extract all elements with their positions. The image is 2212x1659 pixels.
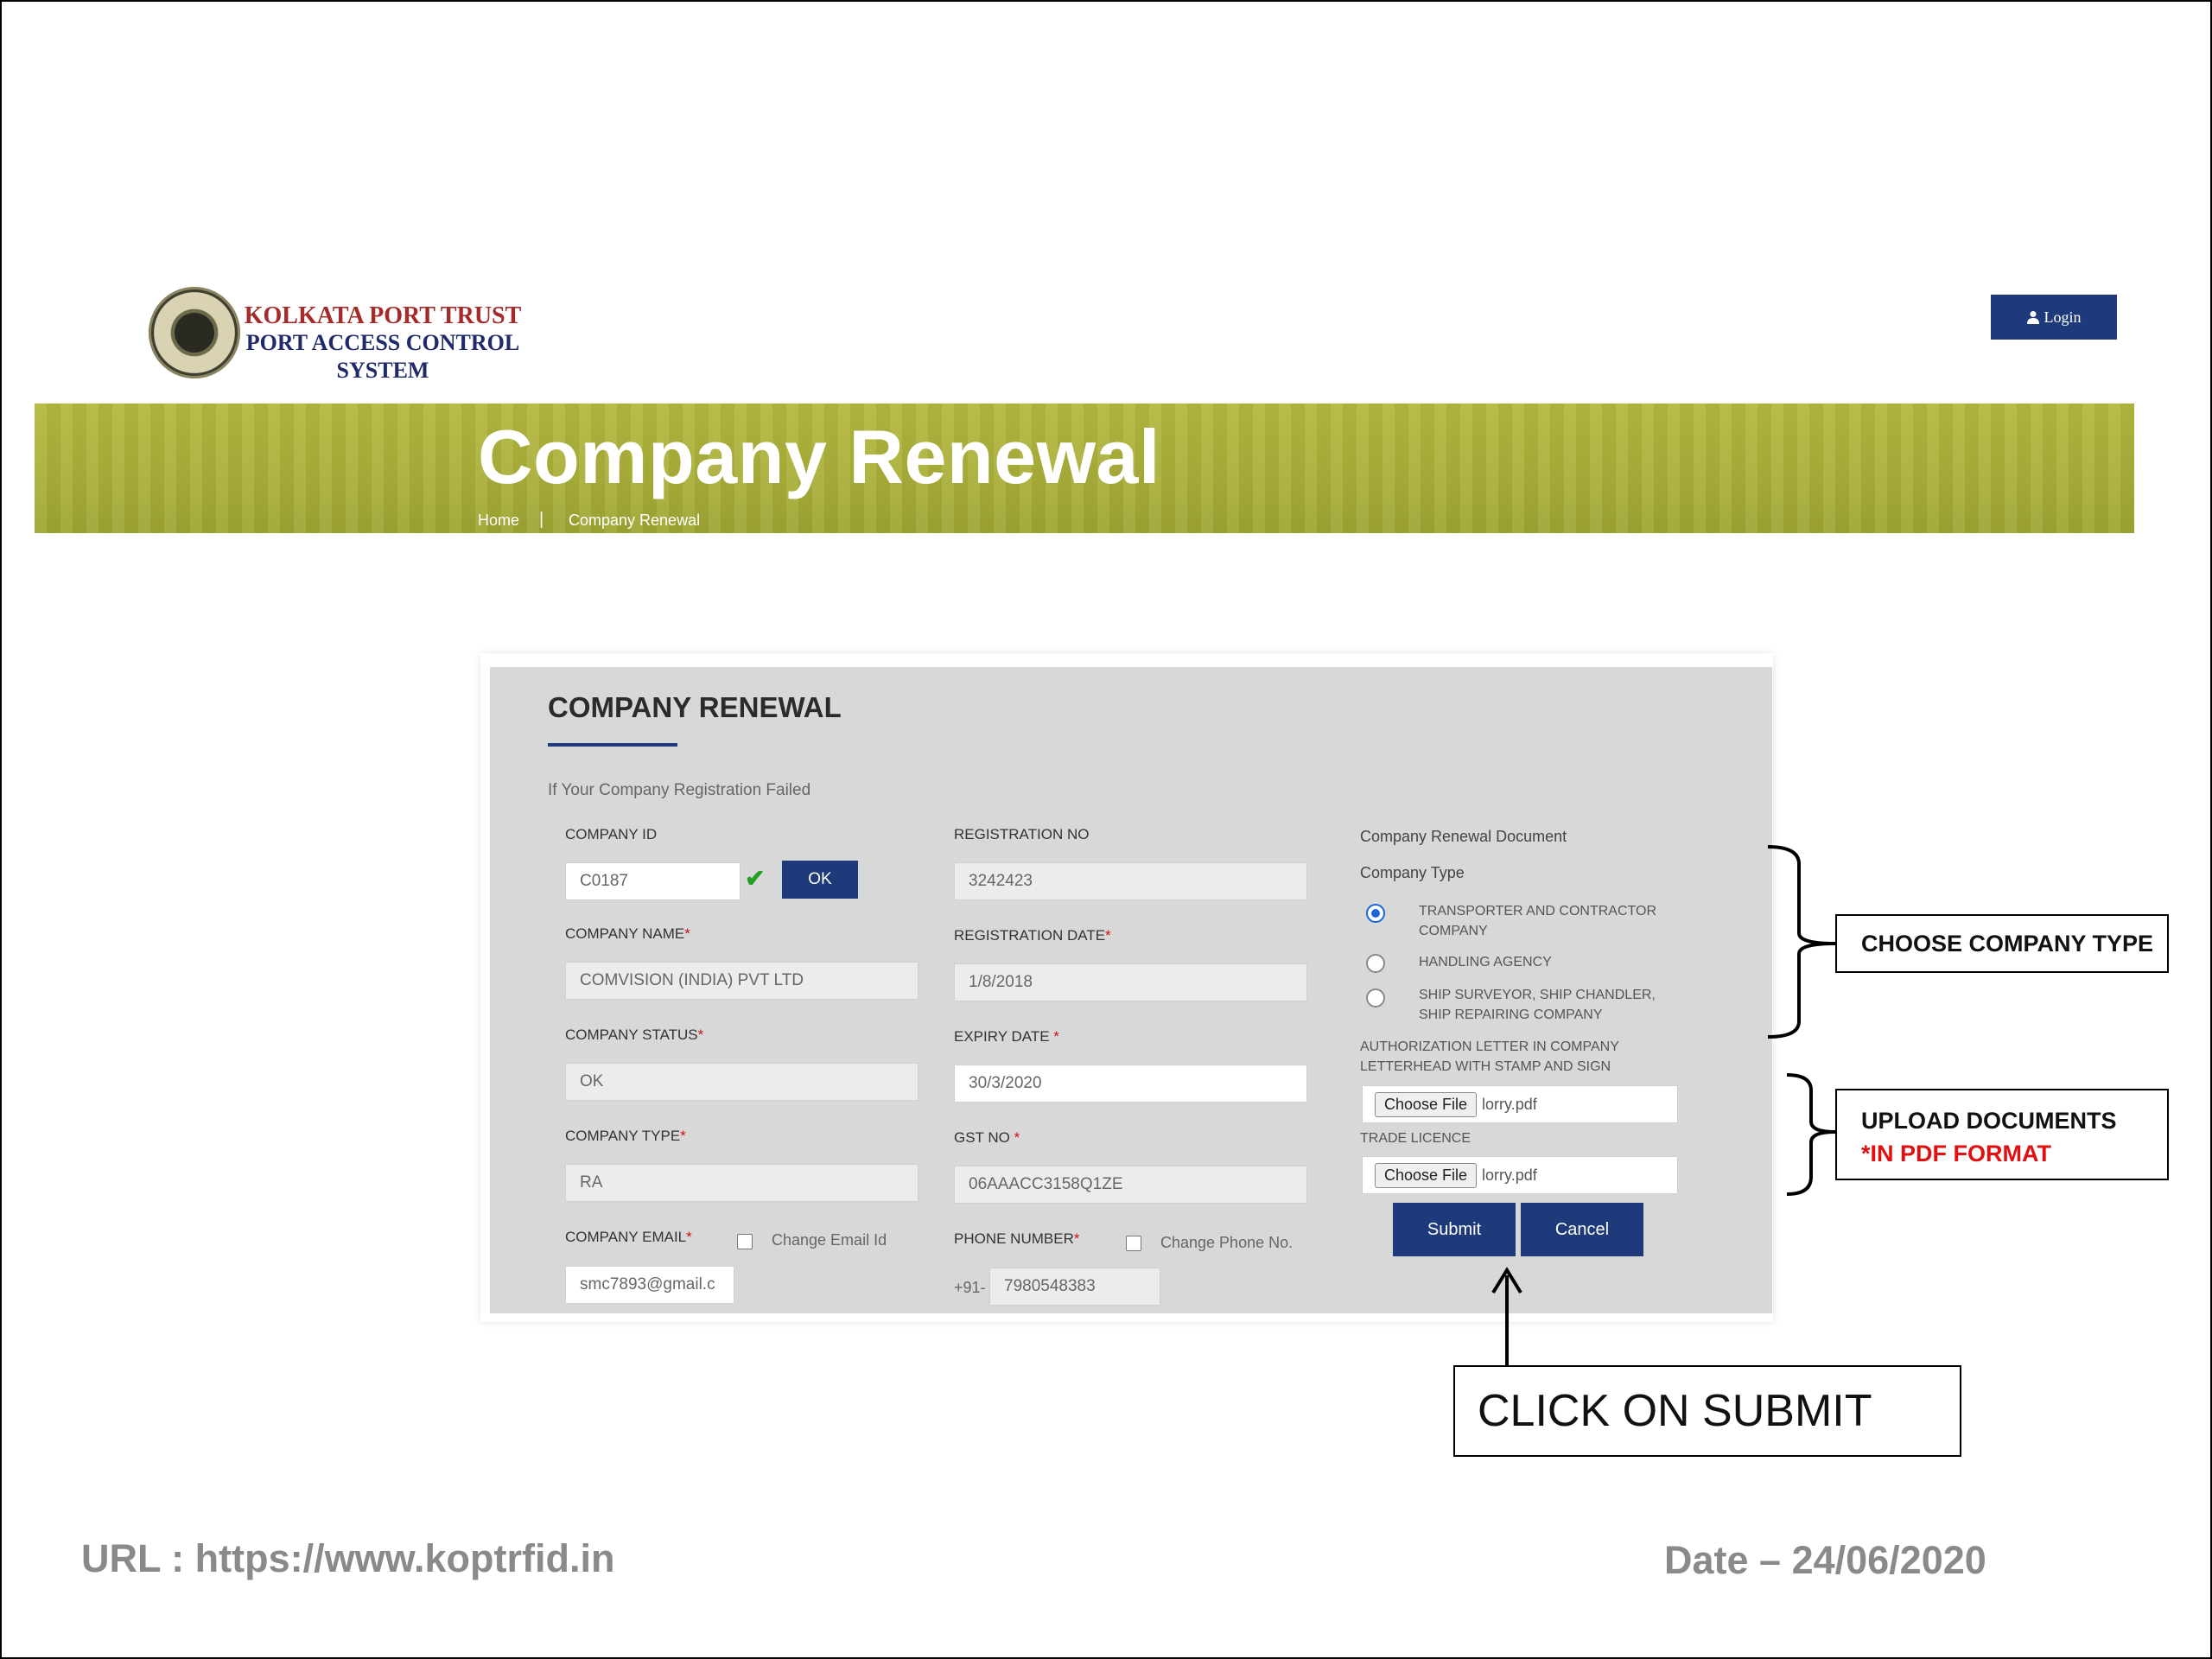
company-email-label: COMPANY EMAIL* [565,1229,692,1245]
cancel-button[interactable]: Cancel [1521,1203,1643,1256]
logo-title-line3: SYSTEM [336,358,429,383]
company-id-input[interactable]: C0187 [565,862,741,900]
company-type-heading: Company Type [1360,864,1465,881]
change-phone-checkbox[interactable] [1126,1236,1141,1251]
submit-button[interactable]: Submit [1393,1203,1516,1256]
choose-file-button[interactable]: Choose File [1375,1091,1478,1117]
form-title: COMPANY RENEWAL [548,691,842,723]
company-name-label: COMPANY NAME* [565,925,690,942]
authorization-letter-file-input[interactable]: Choose File lorry.pdf [1362,1085,1678,1123]
file-name: lorry.pdf [1482,1095,1537,1113]
choose-company-type-callout: CHOOSE COMPANY TYPE [1835,914,2169,973]
renewal-document-heading: Company Renewal Document [1360,828,1567,845]
registration-no-input[interactable]: 3242423 [954,862,1307,900]
gst-no-label: GST NO * [954,1129,1020,1146]
company-type-label: COMPANY TYPE* [565,1128,686,1144]
file-name: lorry.pdf [1482,1166,1537,1184]
footer-date: Date – 24/06/2020 [1664,1538,1986,1582]
expiry-date-input[interactable]: 30/3/2020 [954,1065,1307,1103]
breadcrumb-home-link[interactable]: Home [478,512,520,529]
company-type-input[interactable]: RA [565,1164,918,1202]
page-title: Company Renewal [478,414,1160,499]
footer-url: URL : https://www.koptrfid.in [81,1536,615,1580]
form-subtitle: If Your Company Registration Failed [548,781,811,799]
ok-button[interactable]: OK [782,861,858,899]
change-email-checkbox[interactable] [737,1234,753,1249]
company-id-label: COMPANY ID [565,826,658,842]
radio-transporter[interactable] [1366,904,1385,923]
company-name-input[interactable]: COMVISION (INDIA) PVT LTD [565,962,918,1000]
trade-licence-label: TRADE LICENCE [1360,1131,1471,1146]
gst-no-input[interactable]: 06AAACC3158Q1ZE [954,1166,1307,1204]
choose-file-button[interactable]: Choose File [1375,1162,1478,1188]
logo-title-line2: PORT ACCESS CONTROL [245,330,520,355]
company-status-label: COMPANY STATUS* [565,1027,704,1043]
company-status-input[interactable]: OK [565,1063,918,1101]
port-trust-seal-logo [149,287,240,378]
company-email-input[interactable]: smc7893@gmail.c [565,1266,734,1304]
phone-prefix: +91- [954,1279,986,1296]
logo-title-line1: KOLKATA PORT TRUST [244,302,522,329]
breadcrumb-separator: | [539,510,544,529]
radio-handling-agency-label: HANDLING AGENCY [1419,955,1552,969]
expiry-date-label: EXPIRY DATE * [954,1028,1059,1045]
radio-handling-agency[interactable] [1366,954,1385,973]
change-email-label: Change Email Id [772,1231,887,1249]
phone-number-label: PHONE NUMBER* [954,1230,1080,1247]
phone-number-input[interactable]: 7980548383 [989,1268,1160,1306]
login-button[interactable]: Login [1991,295,2117,340]
radio-ship-surveyor-label: SHIP SURVEYOR, SHIP CHANDLER,SHIP REPAIR… [1419,988,1656,1022]
login-label: Login [2044,308,2082,326]
page-banner [35,404,2134,533]
title-underline [548,743,677,747]
upload-documents-callout: UPLOAD DOCUMENTS *IN PDF FORMAT [1835,1089,2169,1180]
registration-no-label: REGISTRATION NO [954,826,1090,842]
registration-date-input[interactable]: 1/8/2018 [954,963,1307,1001]
user-icon [2026,311,2039,324]
change-phone-label: Change Phone No. [1160,1234,1294,1251]
registration-date-label: REGISTRATION DATE* [954,927,1111,944]
breadcrumb-current: Company Renewal [569,512,701,529]
click-on-submit-callout: CLICK ON SUBMIT [1453,1365,1961,1457]
check-icon: ✔ [745,865,766,892]
radio-ship-surveyor[interactable] [1366,988,1385,1007]
trade-licence-file-input[interactable]: Choose File lorry.pdf [1362,1156,1678,1194]
